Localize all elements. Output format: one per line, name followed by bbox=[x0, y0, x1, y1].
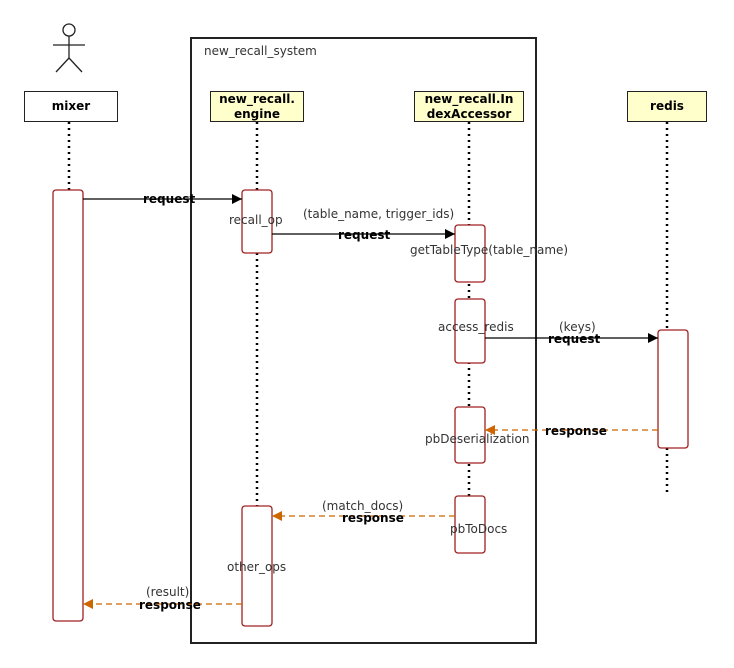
participant-accessor-label-line2: dexAccessor bbox=[426, 106, 512, 121]
activation-get-table-type bbox=[454, 224, 486, 283]
message-label-accessor-to-engine: response bbox=[342, 511, 404, 525]
participant-accessor-label-line1: new_recall.In bbox=[424, 91, 514, 106]
participant-engine-label-line1: new_recall. bbox=[219, 91, 295, 106]
activation-label-other-ops: other_ops bbox=[227, 560, 287, 574]
participant-engine: new_recall. engine bbox=[210, 91, 304, 122]
activation-pb-deserialization bbox=[454, 406, 486, 464]
message-label-engine-to-accessor: request bbox=[338, 228, 391, 242]
participant-engine-label-line2: engine bbox=[233, 106, 281, 121]
participant-mixer: mixer bbox=[24, 91, 118, 122]
activation-access-redis bbox=[454, 298, 486, 364]
activation-label-access-redis: access_redis bbox=[438, 320, 514, 334]
participant-accessor: new_recall.In dexAccessor bbox=[414, 91, 524, 122]
message-param-engine-to-accessor: (table_name, trigger_ids) bbox=[303, 207, 455, 221]
message-label-mixer-to-engine: request bbox=[143, 192, 196, 206]
message-label-redis-to-accessor: response bbox=[545, 424, 607, 438]
activation-mixer bbox=[52, 189, 84, 622]
activation-pb-to-docs bbox=[454, 495, 486, 554]
activation-recall-op bbox=[241, 189, 273, 254]
actor-icon bbox=[53, 23, 85, 73]
message-param-engine-to-mixer: (result) bbox=[146, 585, 190, 599]
participant-mixer-label: mixer bbox=[51, 99, 91, 113]
system-title: new_recall_system bbox=[204, 44, 317, 58]
activation-other-ops bbox=[241, 505, 273, 627]
participant-redis-label: redis bbox=[650, 99, 684, 113]
message-label-engine-to-mixer: response bbox=[139, 598, 201, 612]
system-frame bbox=[190, 37, 537, 644]
activation-label-get-table-type: getTableType(table_name) bbox=[410, 243, 569, 257]
message-param-accessor-to-engine: (match_docs) bbox=[322, 499, 404, 513]
activation-redis bbox=[657, 329, 689, 449]
participant-redis: redis bbox=[627, 91, 707, 122]
activation-label-pb-to-docs: pbToDocs bbox=[450, 522, 508, 536]
message-param-accessor-to-redis: (keys) bbox=[559, 320, 596, 334]
message-label-accessor-to-redis: request bbox=[548, 332, 601, 346]
activation-label-pb-deserialization: pbDeserialization bbox=[425, 432, 530, 446]
activation-label-recall-op: recall_op bbox=[229, 213, 283, 227]
